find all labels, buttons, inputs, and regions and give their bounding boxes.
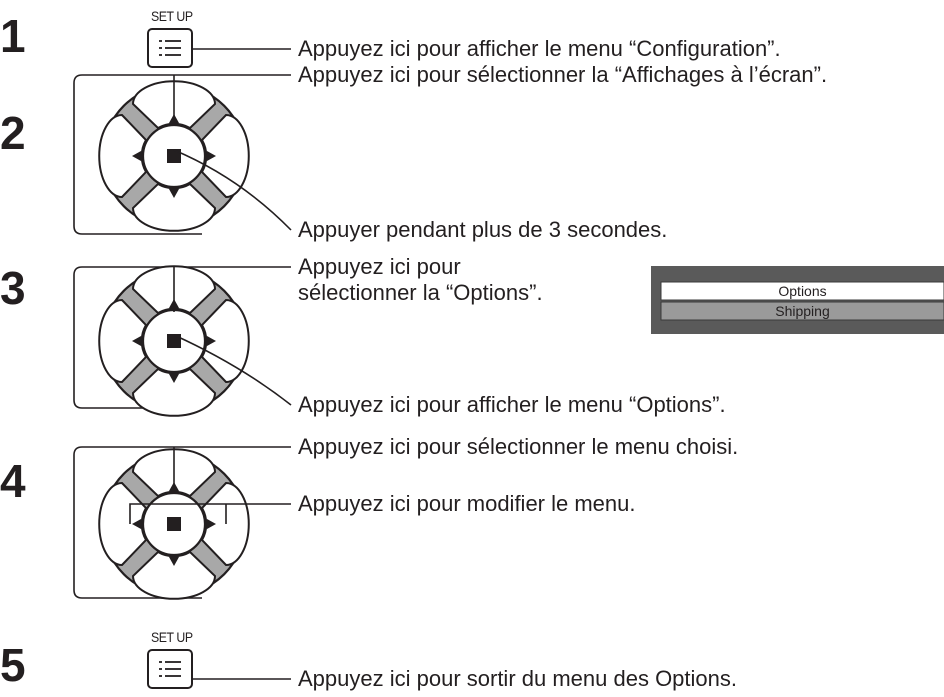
step-number-2: 2 bbox=[0, 107, 26, 159]
step-number-4: 4 bbox=[0, 455, 26, 507]
menu-preview-item-options: Options bbox=[778, 283, 827, 299]
menu-preview-item-bg-shipping bbox=[660, 301, 944, 321]
menu-preview-item-shipping: Shipping bbox=[775, 303, 830, 319]
step4-left-right-leader bbox=[129, 503, 291, 524]
step4-instruction-up: Appuyez ici pour sélectionner le menu ch… bbox=[298, 434, 739, 459]
step-number-3: 3 bbox=[0, 262, 26, 314]
step5-instruction: Appuyez ici pour sortir du menu des Opti… bbox=[298, 666, 738, 691]
step-number-5: 5 bbox=[0, 639, 26, 691]
step1-setup-button[interactable] bbox=[147, 28, 193, 68]
step2-bracket-line bbox=[73, 74, 291, 235]
step3-center-leader bbox=[173, 334, 292, 406]
step2-instruction-center: Appuyer pendant plus de 3 secondes. bbox=[298, 217, 668, 242]
step3-instruction-up-line1: Appuyez ici pour bbox=[298, 254, 461, 279]
step3-instruction-center: Appuyez ici pour afficher le menu “Optio… bbox=[298, 392, 726, 417]
step3-bracket-line bbox=[73, 266, 291, 409]
step5-setup-label: SET UP bbox=[151, 629, 193, 645]
step4-bracket-line bbox=[73, 446, 291, 599]
step5-setup-button[interactable] bbox=[147, 649, 193, 689]
step1-instruction: Appuyez ici pour afficher le menu “Confi… bbox=[298, 36, 781, 61]
step2-center-leader bbox=[173, 149, 292, 231]
step-number-1: 1 bbox=[0, 10, 26, 62]
step2-instruction-up: Appuyez ici pour sélectionner la “Affich… bbox=[298, 62, 828, 87]
menu-preview-item-bg-options bbox=[660, 281, 944, 301]
step3-instruction-up-line2: sélectionner la “Options”. bbox=[298, 280, 543, 305]
step1-setup-label: SET UP bbox=[151, 8, 193, 24]
step4-instruction-left-right: Appuyez ici pour modifier le menu. bbox=[298, 491, 636, 516]
